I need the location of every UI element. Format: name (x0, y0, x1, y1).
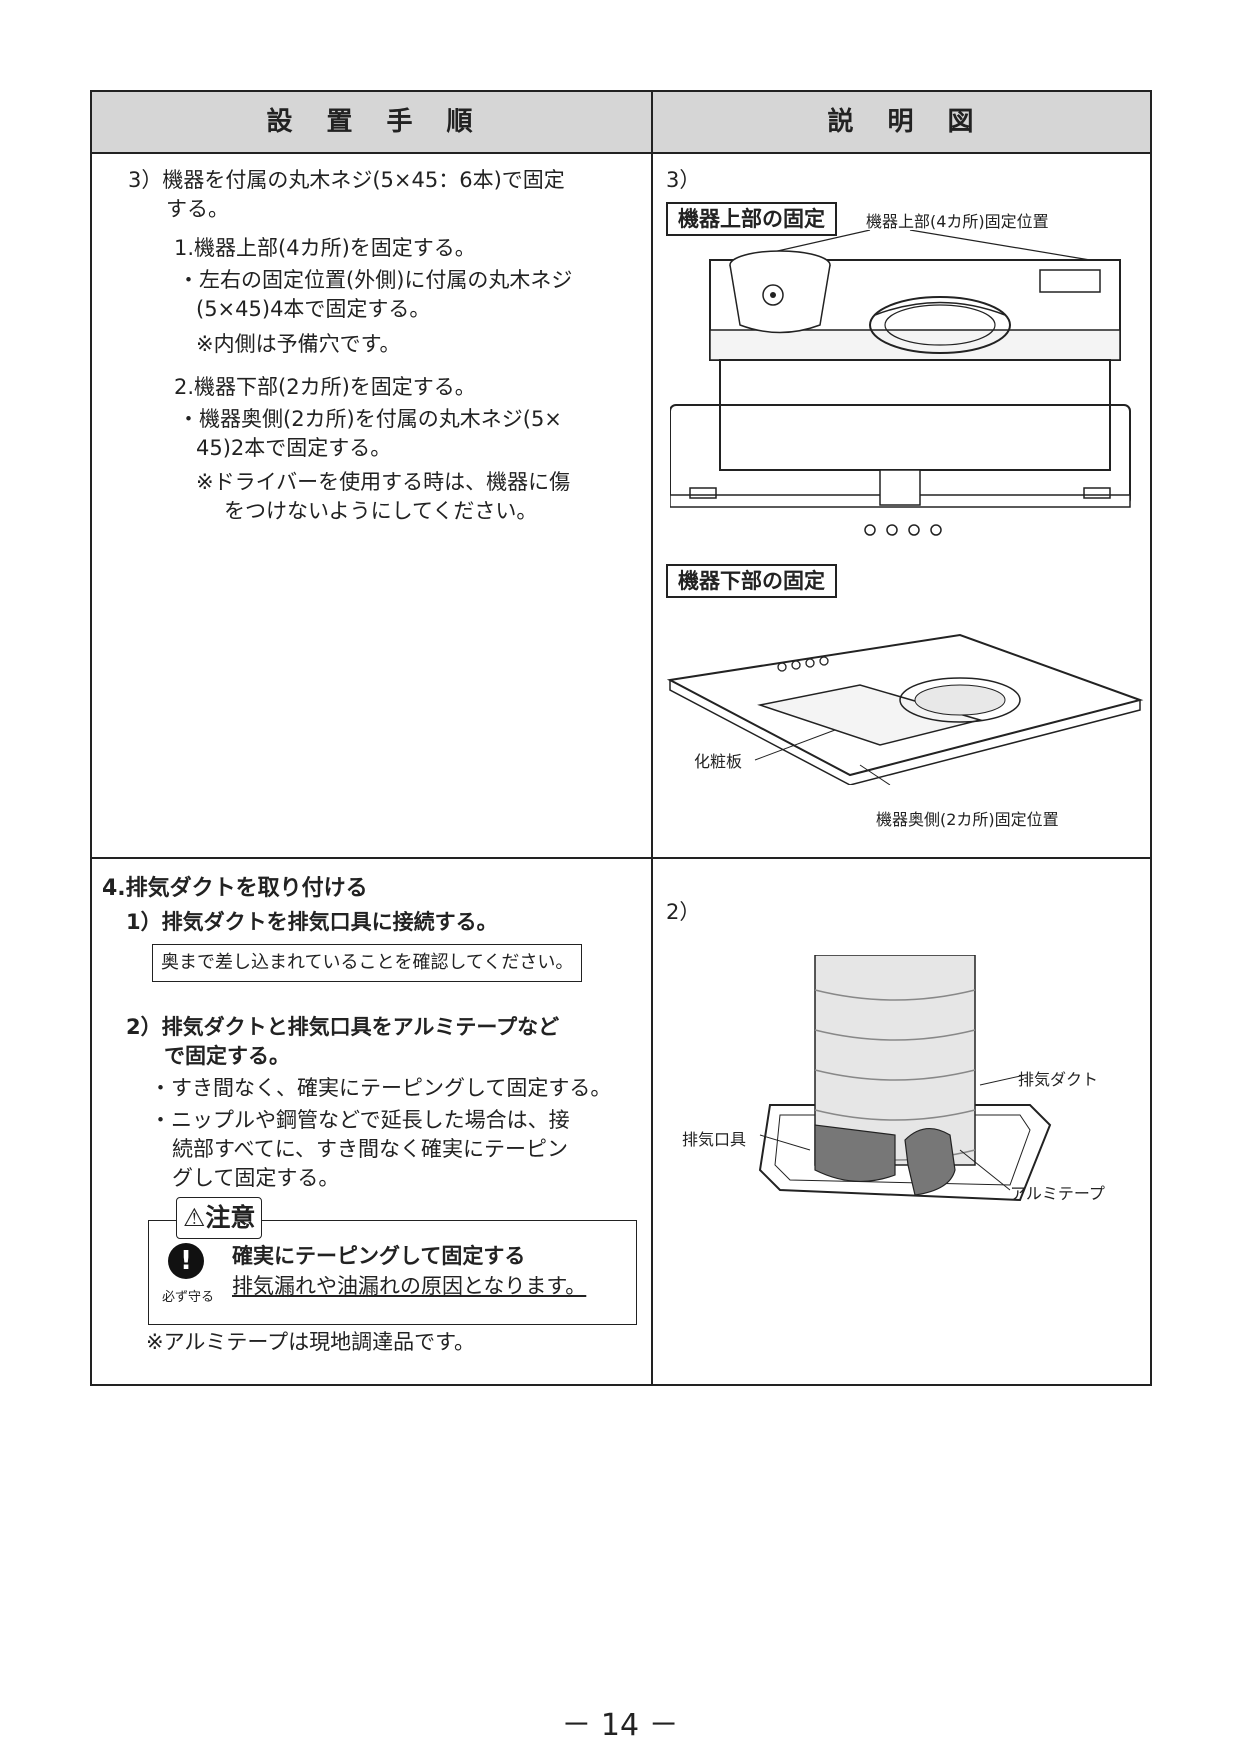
step3-sub1-title: 1.機器上部(4カ所)を固定する。 (174, 236, 476, 260)
header-procedure: 設 置 手 順 (266, 107, 477, 137)
step3-title-1: 3）機器を付属の丸木ネジ(5×45：6本)で固定 (128, 168, 565, 192)
instruction-table: 設 置 手 順 説 明 図 (90, 90, 1152, 1386)
lower-fixing-diagram (666, 633, 1144, 785)
fig4-duct-label: 排気ダクト (1018, 1070, 1099, 1089)
duct-tape-diagram (758, 955, 1052, 1202)
fig3-panel-label: 化粧板 (694, 752, 743, 771)
step3-sub2-note-1: ※ドライバーを使用する時は、機器に傷 (196, 470, 571, 494)
section4-title: 4.排気ダクトを取り付ける (102, 876, 368, 901)
section4-step1-title: 1）排気ダクトを排気口具に接続する。 (126, 910, 498, 934)
fig3-upper-label: 機器上部(4カ所)固定位置 (866, 212, 1049, 231)
table-header: 設 置 手 順 説 明 図 (92, 92, 1150, 154)
caution-heading: 確実にテーピングして固定する (232, 1244, 526, 1268)
section4-step2-title-1: 2）排気ダクトと排気口具をアルミテープなど (126, 1015, 560, 1039)
fig3-number: 3） (666, 168, 701, 192)
fig4-outlet-label: 排気口具 (682, 1130, 747, 1149)
header-diagram: 説 明 図 (827, 107, 978, 137)
column-divider (651, 92, 653, 1384)
section4-footnote: ※アルミテープは現地調達品です。 (146, 1330, 476, 1354)
fig3-upper-box: 機器上部の固定 (666, 202, 837, 236)
step3-title-2: する。 (166, 197, 229, 221)
caution-icon-label: 必ず守る (162, 1290, 215, 1305)
row-divider (92, 857, 1150, 859)
section4-step1-note-box: 奥まで差し込まれていることを確認してください。 (152, 944, 583, 982)
step3-sub2-title: 2.機器下部(2カ所)を固定する。 (174, 375, 476, 399)
section4-step2-bullet-2a: ・ニップルや鋼管などで延長した場合は、接 (150, 1108, 570, 1132)
section4-step2-bullet-2c: グして固定する。 (172, 1166, 340, 1190)
caution-body: 排気漏れや油漏れの原因となります。 (232, 1274, 587, 1298)
caution-frame (148, 1220, 637, 1325)
step3-sub1-bullet-2: (5×45)4本で固定する。 (196, 297, 431, 321)
fig4-tape-label: アルミテープ (1010, 1184, 1105, 1203)
step3-sub2-bullet-1: ・機器奥側(2カ所)を付属の丸木ネジ(5× (178, 407, 562, 431)
step3-sub1-note: ※内側は予備穴です。 (196, 332, 401, 356)
fig3-lower-box: 機器下部の固定 (666, 564, 837, 598)
page-number: － 14 － (561, 1708, 679, 1743)
fig3-back-label: 機器奥側(2カ所)固定位置 (876, 810, 1059, 829)
exclamation-icon: ! (168, 1243, 204, 1279)
section4-step2-bullet-2b: 続部すべてに、すき間なく確実にテーピン (172, 1137, 569, 1161)
fig4-number: 2） (666, 900, 701, 924)
caution-title: ⚠注意 (176, 1197, 263, 1239)
step3-sub2-note-2: をつけないようにしてください。 (224, 499, 538, 523)
section4-step2-title-2: で固定する。 (164, 1044, 290, 1068)
section4-step2-bullet-1: ・すき間なく、確実にテーピングして固定する。 (150, 1076, 612, 1100)
upper-fixing-diagram (670, 230, 1131, 536)
step3-sub2-bullet-2: 45)2本で固定する。 (196, 436, 392, 460)
step3-sub1-bullet-1: ・左右の固定位置(外側)に付属の丸木ネジ (178, 268, 573, 292)
